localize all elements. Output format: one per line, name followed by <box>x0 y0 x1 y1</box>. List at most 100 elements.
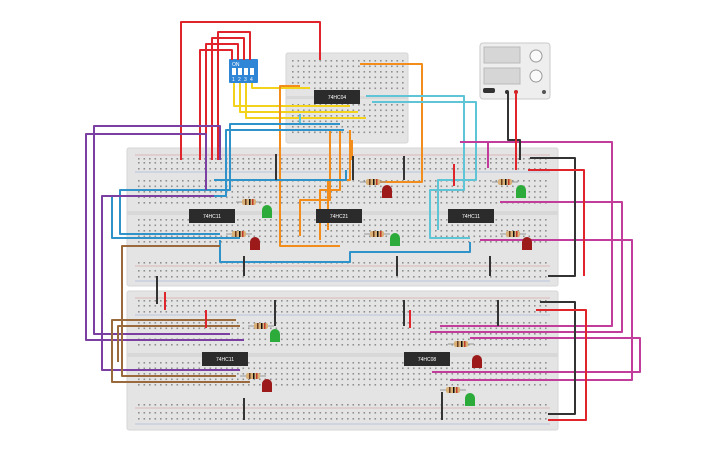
breadboard-hole <box>517 412 520 414</box>
wire-magenta[interactable] <box>440 141 613 327</box>
breadboard-hole <box>341 224 344 227</box>
wire-magenta[interactable] <box>432 337 641 373</box>
led-green[interactable] <box>465 393 475 406</box>
breadboard-hole <box>374 131 377 134</box>
resistor[interactable] <box>500 231 526 237</box>
resistor[interactable] <box>236 199 262 205</box>
breadboard-hole <box>204 196 206 199</box>
breadboard-hole <box>314 367 316 370</box>
wire-orange[interactable] <box>360 63 423 183</box>
wire-black[interactable] <box>540 301 576 415</box>
led-red[interactable] <box>382 185 392 198</box>
wire-yellow[interactable] <box>251 83 310 89</box>
breadboard-hole <box>171 185 173 188</box>
wire-blue[interactable] <box>214 170 347 181</box>
wire-yellow[interactable] <box>233 83 350 107</box>
wire-red[interactable] <box>199 49 233 160</box>
wire-yellow[interactable] <box>245 83 366 119</box>
breadboard-hole <box>457 305 459 307</box>
wire-brown[interactable] <box>111 319 250 383</box>
wire-orange[interactable] <box>299 130 331 236</box>
resistor[interactable] <box>226 231 252 237</box>
wire-black[interactable] <box>530 157 576 277</box>
breadboard-hole <box>347 373 349 375</box>
wire-red[interactable] <box>528 169 585 276</box>
wire-blue[interactable] <box>219 240 471 263</box>
breadboard-hole <box>165 180 168 182</box>
breadboard-hole <box>160 196 162 199</box>
breadboard-hole <box>418 305 421 307</box>
breadboard-hole <box>341 120 344 123</box>
breadboard-hole <box>325 235 327 238</box>
breadboard-hole <box>215 241 217 243</box>
led-green[interactable] <box>516 185 526 198</box>
chip[interactable]: 74HC08 <box>404 352 450 366</box>
wire-magenta[interactable] <box>430 201 623 333</box>
power-supply[interactable] <box>479 42 551 100</box>
breadboard-hole <box>534 418 536 420</box>
wire-red[interactable] <box>211 37 245 160</box>
chip[interactable]: 74HC11 <box>202 352 248 366</box>
wire-red[interactable] <box>205 43 239 160</box>
led-green[interactable] <box>270 329 280 342</box>
breadboard-hole <box>215 235 217 238</box>
breadboard-hole <box>429 378 432 381</box>
wire-blue[interactable] <box>119 123 340 235</box>
breadboard-hole <box>198 180 201 182</box>
breadboard-hole <box>484 384 487 386</box>
breadboard-hole <box>506 327 509 330</box>
breadboard-hole <box>352 120 355 123</box>
led-red[interactable] <box>522 237 532 250</box>
breadboard-hole <box>424 270 426 272</box>
wire-cyan[interactable] <box>366 95 470 239</box>
breadboard-hole <box>308 76 311 79</box>
resistor[interactable] <box>240 373 266 379</box>
resistor[interactable] <box>360 179 386 185</box>
breadboard-hole <box>352 404 355 406</box>
breadboard-hole <box>330 131 333 134</box>
chip[interactable]: 74HC21 <box>316 209 362 223</box>
breadboard-hole <box>418 270 421 272</box>
resistor[interactable] <box>364 231 390 237</box>
breadboard-hole <box>259 378 261 381</box>
led-red[interactable] <box>472 355 482 368</box>
breadboard-hole <box>220 373 223 375</box>
breadboard-hole <box>457 191 459 193</box>
led-green[interactable] <box>262 205 272 218</box>
wire-magenta[interactable] <box>450 239 633 381</box>
chip[interactable]: 74HC11 <box>189 209 235 223</box>
wire-cyan[interactable] <box>372 101 477 230</box>
breadboard-hole <box>352 270 355 272</box>
led-green[interactable] <box>390 233 400 246</box>
breadboard-hole <box>545 262 547 264</box>
wire-orange[interactable] <box>279 85 340 247</box>
resistor[interactable] <box>440 387 466 393</box>
resistor[interactable] <box>492 179 518 185</box>
wire-brown[interactable] <box>121 245 236 377</box>
wire-brown[interactable] <box>117 325 240 362</box>
led-red[interactable] <box>250 237 260 250</box>
wire-purple[interactable] <box>101 195 240 371</box>
breadboard-hole <box>523 384 525 386</box>
breadboard-hole <box>292 168 294 170</box>
wire-purple[interactable] <box>85 133 244 341</box>
breadboard-hole <box>220 270 223 272</box>
chip[interactable]: 74HC11 <box>448 209 494 223</box>
wire-red[interactable] <box>180 21 321 160</box>
chip[interactable]: 74HC04 <box>314 90 360 104</box>
resistor[interactable] <box>248 323 274 329</box>
wire-purple[interactable] <box>93 125 230 335</box>
led-red[interactable] <box>262 379 272 392</box>
wire-red[interactable] <box>217 31 251 160</box>
resistor[interactable] <box>448 341 474 347</box>
wire-yellow[interactable] <box>239 83 358 113</box>
breadboard-hole <box>385 131 388 134</box>
wire-red[interactable] <box>536 309 587 421</box>
breadboard-hole <box>253 300 256 302</box>
wire-black[interactable] <box>507 92 521 160</box>
breadboard-hole <box>325 115 327 117</box>
dip-switch[interactable]: ON 1 2 3 4 <box>229 59 258 83</box>
breadboard-hole <box>319 412 322 414</box>
breadboard-hole <box>347 241 349 243</box>
